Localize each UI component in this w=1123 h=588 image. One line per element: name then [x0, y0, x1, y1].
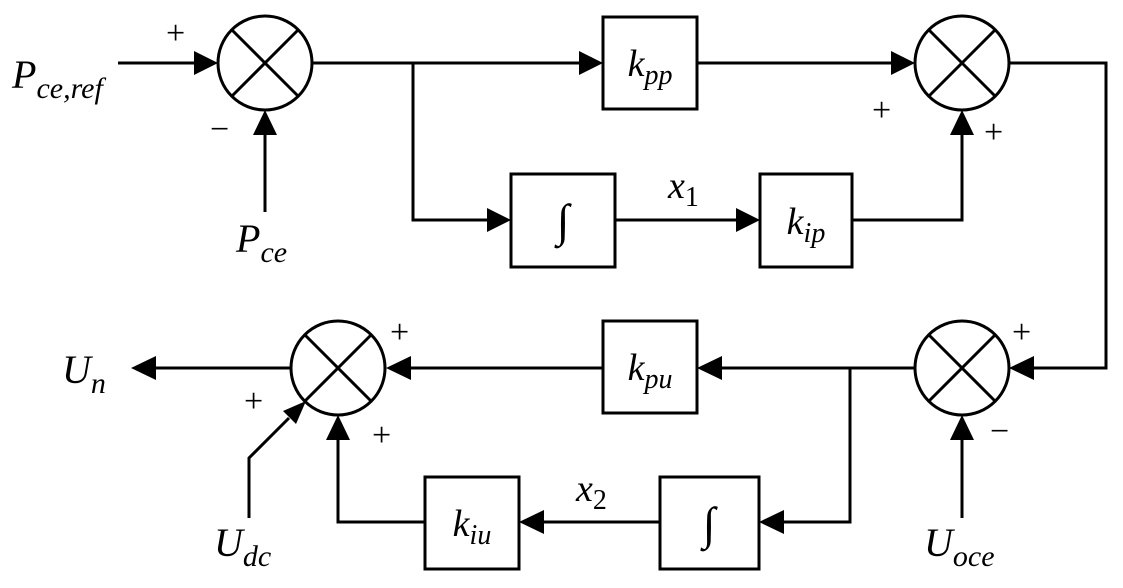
arrowhead-summer2-bottom: [950, 110, 974, 135]
sign-s4-diag-plus: +: [244, 383, 263, 420]
label-p-ce: Pce: [235, 216, 287, 269]
sign-s2-left-plus: +: [872, 92, 891, 129]
arrowhead-summer4-diag: [283, 401, 306, 424]
sign-s3-right-plus: +: [1012, 314, 1031, 351]
svg-text:kiu: kiu: [453, 503, 492, 551]
svg-text:kip: kip: [787, 201, 826, 249]
arrowhead-summer4-right: [386, 356, 411, 380]
wire-error-to-integrator1: [411, 63, 493, 222]
summing-junction-3: [913, 319, 1011, 417]
summing-junction-4: [289, 319, 387, 417]
label-x1: x1: [667, 165, 699, 213]
arrowhead-output-un: [131, 356, 156, 380]
block-kpu-main: k: [628, 347, 646, 389]
sign-s4-right-plus: +: [390, 314, 409, 351]
arrowhead-kiu-in: [519, 510, 544, 534]
svg-text:kpu: kpu: [628, 347, 673, 395]
block-kpp-main: k: [628, 43, 646, 85]
block-kpu-sub: pu: [642, 364, 672, 395]
block-kiu-main: k: [453, 503, 471, 545]
arrowhead-kip-in: [736, 208, 760, 232]
label-x2: x2: [575, 468, 607, 516]
signal-wires: [118, 61, 1108, 524]
sign-s1-in-plus: +: [166, 15, 185, 52]
label-p-ref: Pce,ref: [11, 52, 106, 105]
block-integrator-2: ∫: [658, 475, 761, 571]
wire-summer2-to-summer3: [1010, 61, 1108, 370]
arrowheads: [131, 51, 1034, 534]
wire-summer3-to-integrator2: [777, 368, 852, 524]
block-kiu: kiu: [423, 475, 521, 571]
wire-kiu-to-summer4: [336, 432, 425, 524]
label-u-n: Un: [62, 347, 106, 400]
arrowhead-int2-in: [759, 510, 784, 534]
block-kpp-sub: pp: [642, 60, 672, 91]
arrowhead-kpu-in: [697, 356, 722, 380]
arrowhead-kpp-in: [579, 51, 603, 75]
arrowhead-summer3-right: [1009, 356, 1034, 380]
block-kip-main: k: [787, 201, 805, 243]
block-kiu-sub: iu: [470, 520, 492, 551]
svg-text:kpp: kpp: [628, 43, 673, 91]
wire-udc-in: [247, 416, 291, 518]
arrowhead-summer4-bottom: [326, 415, 350, 440]
block-kip: kip: [758, 172, 854, 269]
arrowhead-pce: [253, 110, 277, 135]
label-u-oce: Uoce: [924, 520, 995, 573]
arrowhead-pref: [194, 51, 218, 75]
sign-s1-fb-minus: −: [210, 111, 229, 148]
summing-junction-2: [913, 14, 1011, 112]
block-kpu: kpu: [601, 319, 699, 415]
sign-s2-bottom-plus: +: [984, 114, 1003, 151]
integrator-1-symbol: ∫: [554, 195, 572, 249]
integrator-2-symbol: ∫: [700, 498, 718, 552]
wire-kip-to-summer2: [852, 128, 964, 222]
block-integrator-1: ∫: [509, 172, 617, 269]
sign-s3-bottom-minus: −: [990, 413, 1009, 450]
block-kip-sub: ip: [804, 218, 826, 249]
label-u-dc: Udc: [214, 520, 271, 573]
arrowhead-summer3-bottom: [950, 415, 974, 440]
sign-markers: + − + + + − + + +: [166, 15, 1031, 454]
sign-s4-bottom-plus: +: [372, 417, 391, 454]
arrowhead-int1-in: [487, 208, 511, 232]
summing-junction-1: [216, 14, 314, 112]
arrowhead-summer2-left: [891, 51, 915, 75]
block-kpp: kpp: [601, 15, 699, 111]
